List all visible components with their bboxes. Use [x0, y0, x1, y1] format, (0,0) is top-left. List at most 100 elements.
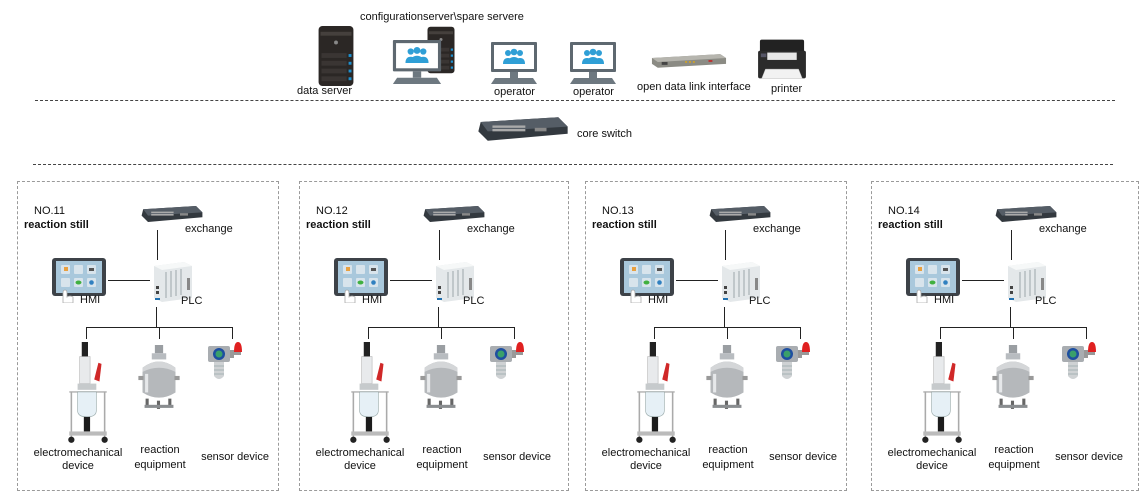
- device-label: sensor device: [190, 451, 280, 464]
- exchange-plc-link: [725, 230, 726, 260]
- station-number: NO.11: [34, 205, 65, 217]
- gas-sensor-icon[interactable]: [206, 342, 242, 382]
- network-separator-top: [35, 100, 1115, 101]
- reactor-icon[interactable]: [66, 342, 110, 446]
- operator-monitor-icon[interactable]: [566, 42, 620, 84]
- exchange-label: exchange: [467, 223, 515, 235]
- hmi-plc-link: [108, 280, 150, 281]
- gas-sensor-icon[interactable]: [1060, 342, 1096, 382]
- bus-drop-3: [1086, 327, 1087, 339]
- device-label-line: electromechanical: [887, 447, 977, 459]
- hmi-plc-link: [962, 280, 1004, 281]
- bus-drop-2: [1013, 327, 1014, 339]
- device-label-line: device: [630, 460, 662, 472]
- device-label-line: sensor device: [769, 451, 837, 463]
- exchange-plc-link: [1011, 230, 1012, 260]
- reactor-icon[interactable]: [920, 342, 964, 446]
- device-label-line: equipment: [702, 459, 754, 471]
- device-label-line: electromechanical: [601, 447, 691, 459]
- operator-monitor-icon[interactable]: [487, 42, 541, 84]
- exchange-plc-link: [157, 230, 158, 260]
- plc-bus-link: [438, 307, 439, 327]
- config-server-label: configurationserver\spare servere: [360, 11, 524, 23]
- device-label: electromechanical device: [18, 447, 138, 473]
- bus-drop-2: [727, 327, 728, 339]
- station-panel-no-11: NO.11 reaction still exchange HMI PLC el…: [17, 181, 279, 491]
- device-label: reaction equipment: [412, 444, 472, 472]
- device-label-line: reaction: [140, 444, 180, 456]
- plc-bus-link: [1010, 307, 1011, 327]
- hmi-label: HMI: [934, 294, 955, 306]
- plc-label: PLC: [463, 295, 485, 307]
- device-label-data-server: data server: [297, 85, 353, 97]
- bus-drop-3: [514, 327, 515, 339]
- reaction-vessel-icon[interactable]: [704, 345, 750, 411]
- station-number: NO.13: [602, 205, 634, 217]
- device-label-line: sensor device: [201, 451, 269, 463]
- device-label-open-data-link: open data link interface: [637, 81, 751, 93]
- network-switch-icon[interactable]: [476, 114, 570, 144]
- workstation-server-icon[interactable]: [390, 26, 460, 82]
- bus-drop-2: [159, 327, 160, 339]
- station-title: reaction still: [878, 219, 943, 231]
- bus-drop-2: [441, 327, 442, 339]
- device-label-line: electromechanical: [315, 447, 405, 459]
- printer-icon[interactable]: [754, 36, 810, 82]
- gas-sensor-icon[interactable]: [488, 342, 524, 382]
- hmi-label: HMI: [362, 294, 383, 306]
- server-icon[interactable]: [316, 26, 356, 86]
- plc-bus-link: [724, 307, 725, 327]
- device-label: sensor device: [1044, 451, 1134, 464]
- reactor-icon[interactable]: [634, 342, 678, 446]
- reactor-icon[interactable]: [348, 342, 392, 446]
- device-label-operator-1: operator: [494, 86, 535, 98]
- network-switch-icon[interactable]: [708, 204, 772, 224]
- device-label-line: device: [916, 460, 948, 472]
- device-label-line: reaction: [422, 444, 462, 456]
- station-title: reaction still: [592, 219, 657, 231]
- network-switch-icon[interactable]: [140, 204, 204, 224]
- device-label: electromechanical device: [586, 447, 706, 473]
- plc-label: PLC: [181, 295, 203, 307]
- device-label-line: equipment: [988, 459, 1040, 471]
- station-panel-no-13: NO.13 reaction still exchange HMI PLC el…: [585, 181, 847, 491]
- device-label-line: reaction: [708, 444, 748, 456]
- bus-drop-1: [940, 327, 941, 339]
- bus-drop-3: [800, 327, 801, 339]
- device-label-line: equipment: [134, 459, 186, 471]
- exchange-label: exchange: [753, 223, 801, 235]
- device-label: electromechanical device: [300, 447, 420, 473]
- hmi-label: HMI: [648, 294, 669, 306]
- reaction-vessel-icon[interactable]: [136, 345, 182, 411]
- device-label-line: reaction: [994, 444, 1034, 456]
- plc-bus-link: [156, 307, 157, 327]
- bus-drop-1: [86, 327, 87, 339]
- core-switch-label: core switch: [577, 128, 633, 140]
- device-label-line: device: [344, 460, 376, 472]
- hmi-label: HMI: [80, 294, 101, 306]
- device-label-operator-2: operator: [573, 86, 614, 98]
- device-label: reaction equipment: [130, 444, 190, 472]
- network-switch-icon[interactable]: [994, 204, 1058, 224]
- hmi-plc-link: [390, 280, 432, 281]
- station-panel-no-14: NO.14 reaction still exchange HMI PLC el…: [871, 181, 1139, 491]
- reaction-vessel-icon[interactable]: [990, 345, 1036, 411]
- plc-label: PLC: [1035, 295, 1057, 307]
- device-label-line: sensor device: [483, 451, 551, 463]
- exchange-plc-link: [439, 230, 440, 260]
- station-number: NO.12: [316, 205, 348, 217]
- gas-sensor-icon[interactable]: [774, 342, 810, 382]
- station-title: reaction still: [306, 219, 371, 231]
- network-switch-icon[interactable]: [422, 204, 486, 224]
- hmi-plc-link: [676, 280, 718, 281]
- device-label-line: device: [62, 460, 94, 472]
- exchange-label: exchange: [1039, 223, 1087, 235]
- station-title: reaction still: [24, 219, 89, 231]
- plc-label: PLC: [749, 295, 771, 307]
- network-separator-bottom: [33, 164, 1113, 165]
- bus-drop-1: [654, 327, 655, 339]
- bus-drop-3: [232, 327, 233, 339]
- reaction-vessel-icon[interactable]: [418, 345, 464, 411]
- station-panel-no-12: NO.12 reaction still exchange HMI PLC el…: [299, 181, 569, 491]
- rack-device-icon[interactable]: [650, 50, 728, 70]
